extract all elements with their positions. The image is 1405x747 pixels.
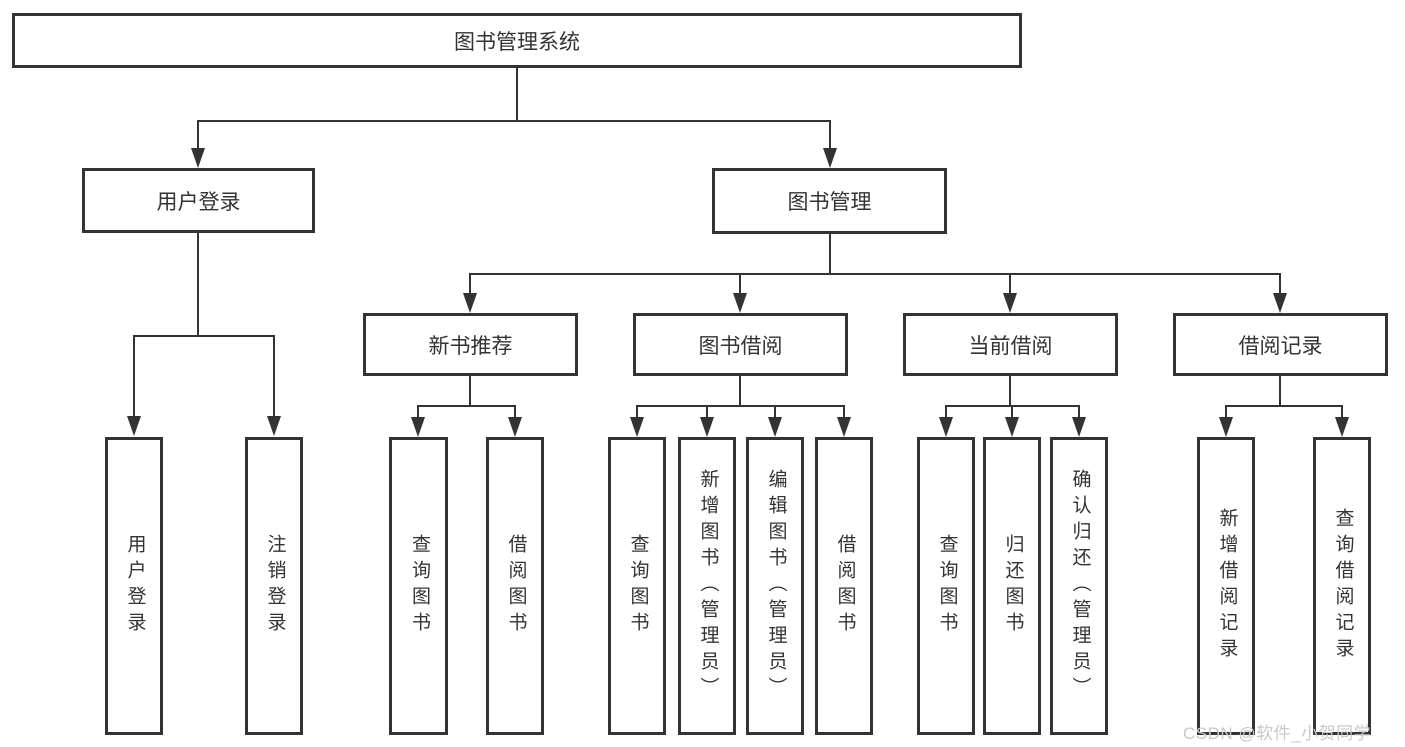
arrow-down-icon [768, 417, 782, 437]
node-borrowing-records: 借阅记录 [1173, 313, 1388, 376]
connector-line [469, 376, 471, 406]
connector-line [829, 120, 831, 152]
connector-line [1341, 405, 1343, 419]
leaf-query-books: 查询图书 [917, 437, 975, 735]
connector-line [829, 234, 831, 274]
connector-line [1011, 405, 1013, 419]
connector-line [739, 376, 741, 406]
node-label: 图书借阅 [698, 334, 783, 358]
connector-line [636, 405, 845, 407]
node-book-borrowing: 图书借阅 [633, 313, 848, 376]
leaf-label: 借阅图书 [834, 534, 856, 638]
arrow-down-icon [939, 417, 953, 437]
connector-line [739, 273, 741, 297]
node-new-book-recommendation: 新书推荐 [363, 313, 578, 376]
connector-line [1279, 273, 1281, 297]
leaf-label: 查询图书 [936, 534, 958, 638]
leaf-label: 用户登录 [124, 534, 146, 638]
arrow-down-icon [127, 416, 141, 436]
connector-line [1225, 405, 1343, 407]
connector-line [1225, 405, 1227, 419]
leaf-label: 归还图书 [1002, 534, 1024, 638]
arrow-down-icon [508, 417, 522, 437]
arrow-down-icon [191, 148, 205, 168]
connector-line [197, 120, 831, 122]
arrow-down-icon [837, 417, 851, 437]
leaf-label: 借阅图书 [505, 534, 527, 638]
arrow-down-icon [1219, 417, 1233, 437]
connector-line [636, 405, 638, 419]
leaf-query-books: 查询图书 [389, 437, 448, 735]
leaf-confirm-return-admin: 确认归还（管理员） [1050, 437, 1108, 735]
node-library-management-system: 图书管理系统 [12, 13, 1022, 68]
connector-line [273, 335, 275, 417]
connector-line [843, 405, 845, 419]
node-user-login: 用户登录 [82, 168, 315, 233]
connector-line [1009, 376, 1011, 406]
connector-line [516, 68, 518, 122]
connector-line [417, 405, 419, 419]
leaf-user-login: 用户登录 [105, 437, 163, 735]
leaf-label: 查询借阅记录 [1332, 508, 1354, 664]
arrow-down-icon [630, 417, 644, 437]
arrow-down-icon [1273, 293, 1287, 313]
leaf-label: 查询图书 [408, 534, 430, 638]
leaf-label: 编辑图书（管理员） [765, 469, 787, 703]
arrow-down-icon [267, 416, 281, 436]
leaf-borrow-books: 借阅图书 [486, 437, 544, 735]
arrow-down-icon [463, 293, 477, 313]
leaf-edit-books-admin: 编辑图书（管理员） [746, 437, 804, 735]
connector-line [133, 335, 135, 417]
arrow-down-icon [700, 417, 714, 437]
leaf-label: 新增图书（管理员） [697, 469, 719, 703]
arrow-down-icon [411, 417, 425, 437]
connector-line [417, 405, 516, 407]
connector-line [469, 273, 1281, 275]
node-label: 用户登录 [156, 190, 241, 214]
arrow-down-icon [1335, 417, 1349, 437]
arrow-down-icon [1005, 417, 1019, 437]
node-book-management: 图书管理 [712, 168, 947, 234]
leaf-query-borrow-record: 查询借阅记录 [1313, 437, 1371, 735]
leaf-return-books: 归还图书 [983, 437, 1041, 735]
connector-line [774, 405, 776, 419]
connector-line [1009, 273, 1011, 297]
leaf-label: 查询图书 [627, 534, 649, 638]
leaf-label: 新增借阅记录 [1216, 508, 1238, 664]
connector-line [514, 405, 516, 419]
arrow-down-icon [823, 148, 837, 168]
node-label: 当前借阅 [968, 334, 1053, 358]
node-label: 新书推荐 [428, 334, 513, 358]
connector-line [945, 405, 947, 419]
node-label: 图书管理 [787, 191, 872, 214]
csdn-watermark: CSDN @软件_小贺同学 [1183, 724, 1372, 743]
connector-line [197, 233, 199, 336]
leaf-add-borrow-record: 新增借阅记录 [1197, 437, 1255, 735]
connector-line [469, 273, 471, 297]
arrow-down-icon [1072, 417, 1086, 437]
connector-line [1078, 405, 1080, 419]
leaf-logout: 注销登录 [245, 437, 303, 735]
connector-line [133, 335, 275, 337]
connector-line [197, 120, 199, 152]
leaf-label: 确认归还（管理员） [1069, 469, 1091, 703]
leaf-query-books: 查询图书 [608, 437, 666, 735]
leaf-label: 注销登录 [264, 534, 286, 638]
leaf-add-books-admin: 新增图书（管理员） [678, 437, 736, 735]
arrow-down-icon [733, 293, 747, 313]
node-label: 借阅记录 [1238, 334, 1323, 358]
connector-line [1279, 376, 1281, 406]
node-label: 图书管理系统 [454, 30, 580, 54]
connector-line [706, 405, 708, 419]
node-current-borrowing: 当前借阅 [903, 313, 1118, 376]
leaf-borrow-books: 借阅图书 [815, 437, 873, 735]
arrow-down-icon [1003, 293, 1017, 313]
